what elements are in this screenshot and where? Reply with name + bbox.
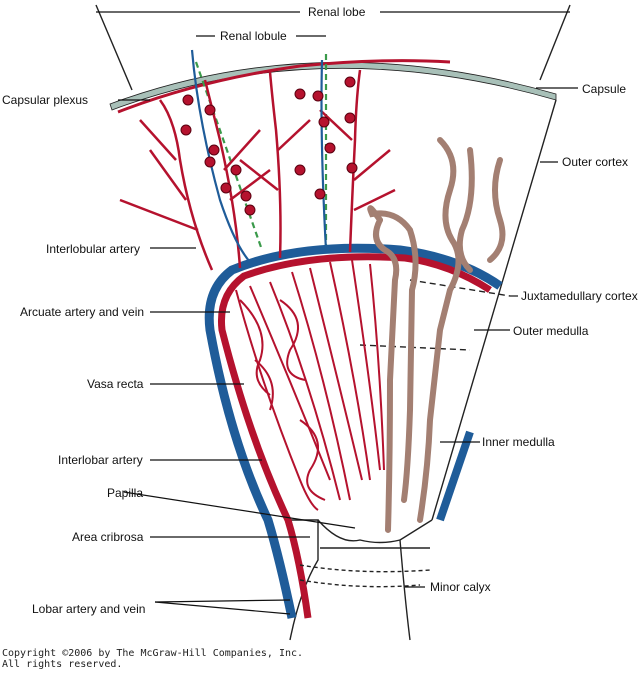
interlobar-vein [204,243,503,619]
leader-lines [96,11,578,615]
label-outer-medulla: Outer medulla [513,324,589,338]
label-capsule: Capsule [582,82,627,96]
label-juxtamedullary-cortex: Juxtamedullary cortex [521,289,638,303]
vasa-recta [235,259,385,511]
interlobular-arteries [119,69,396,271]
label-capsular-plexus: Capsular plexus [2,93,89,107]
label-papilla: Papilla [107,486,144,500]
label-interlobar-artery: Interlobar artery [58,453,143,467]
inner-medulla-vein [436,430,474,522]
nephron-tubules [367,137,506,533]
label-interlobular-artery: Interlobular artery [46,242,141,256]
label-renal-lobe: Renal lobe [308,5,366,19]
interlobar-artery [217,253,492,619]
copyright-line-2: All rights reserved. [2,659,123,670]
capsular-plexus-vessel [117,59,451,114]
interlobular-veins [190,49,328,263]
glomeruli [180,76,358,216]
lobule-boundaries [194,54,328,251]
lobe-outline [95,4,571,641]
label-lobar-artery-vein: Lobar artery and vein [32,602,146,616]
label-inner-medulla: Inner medulla [482,435,555,449]
label-renal-lobule: Renal lobule [220,29,287,43]
label-minor-calyx: Minor calyx [430,580,491,594]
capsule-band [109,61,557,111]
copyright-line-1: Copyright ©2006 by The McGraw-Hill Compa… [2,648,304,659]
papilla-outline [299,519,431,588]
label-vasa-recta: Vasa recta [87,377,144,391]
label-arcuate-artery-vein: Arcuate artery and vein [20,305,145,319]
label-area-cribrosa: Area cribrosa [72,530,144,544]
label-outer-cortex: Outer cortex [562,155,629,169]
zone-boundaries [359,279,511,351]
